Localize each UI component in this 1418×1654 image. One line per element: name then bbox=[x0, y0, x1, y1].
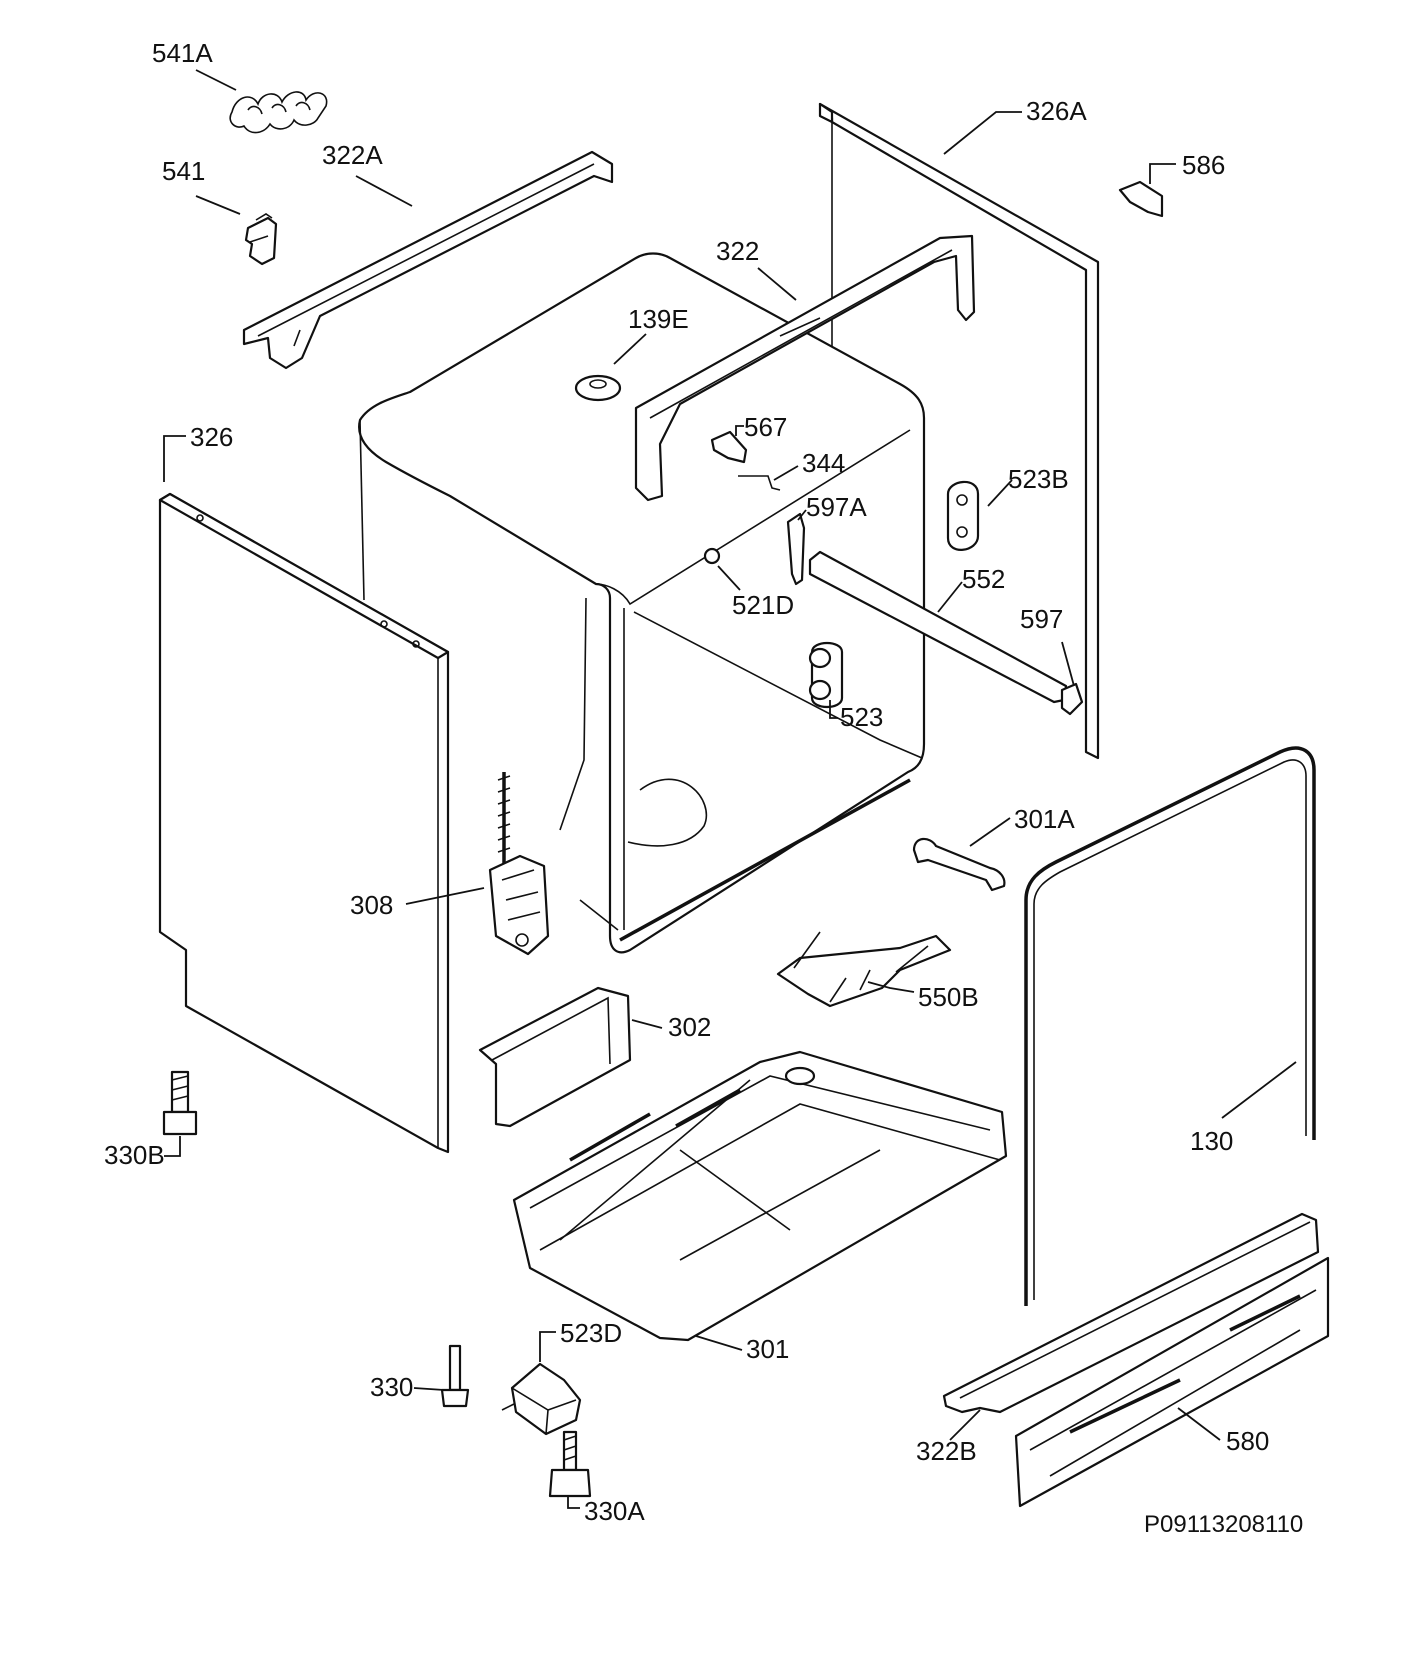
label-326A: 326A bbox=[1026, 96, 1087, 126]
part-523D bbox=[501, 1362, 582, 1436]
label-130: 130 bbox=[1190, 1126, 1233, 1156]
part-523B bbox=[946, 480, 980, 551]
label-139E: 139E bbox=[628, 304, 689, 334]
label-541A: 541A bbox=[152, 38, 213, 68]
part-301A bbox=[912, 837, 1006, 892]
part-302 bbox=[478, 986, 632, 1128]
part-597A bbox=[786, 512, 806, 586]
part-344 bbox=[738, 475, 781, 491]
label-597: 597 bbox=[1020, 604, 1063, 634]
label-567: 567 bbox=[744, 412, 787, 442]
part-tub bbox=[358, 252, 926, 954]
part-322A-rail bbox=[242, 150, 614, 370]
part-597 bbox=[1060, 682, 1084, 716]
label-301A: 301A bbox=[1014, 804, 1075, 834]
part-139E-nut bbox=[574, 374, 622, 402]
part-labels: 541A 541 322A 322 326A 586 139E 567 344 … bbox=[104, 38, 1269, 1526]
label-521D: 521D bbox=[732, 590, 794, 620]
label-326: 326 bbox=[190, 422, 233, 452]
leader-lines bbox=[163, 69, 1297, 1509]
part-322-frame bbox=[634, 234, 976, 502]
label-330B: 330B bbox=[104, 1140, 165, 1170]
part-586-clip bbox=[1118, 180, 1164, 218]
label-301: 301 bbox=[746, 1334, 789, 1364]
part-521D bbox=[703, 547, 721, 565]
label-344: 344 bbox=[802, 448, 845, 478]
part-322B-rail bbox=[942, 1212, 1320, 1414]
label-322A: 322A bbox=[322, 140, 383, 170]
label-302: 302 bbox=[668, 1012, 711, 1042]
part-326-side-panel bbox=[158, 492, 450, 1154]
label-523D: 523D bbox=[560, 1318, 622, 1348]
part-580-panel bbox=[1014, 1256, 1330, 1508]
label-523B: 523B bbox=[1008, 464, 1069, 494]
label-580: 580 bbox=[1226, 1426, 1269, 1456]
part-308-hinge bbox=[488, 772, 550, 956]
label-330: 330 bbox=[370, 1372, 413, 1402]
part-130-gasket bbox=[1024, 746, 1316, 1306]
label-308: 308 bbox=[350, 890, 393, 920]
label-552: 552 bbox=[962, 564, 1005, 594]
part-550B bbox=[776, 931, 952, 1008]
part-330-screw bbox=[440, 1344, 470, 1408]
label-322B: 322B bbox=[916, 1436, 977, 1466]
part-567 bbox=[710, 430, 748, 464]
part-523-fittings bbox=[808, 641, 844, 709]
label-523: 523 bbox=[840, 702, 883, 732]
label-597A: 597A bbox=[806, 492, 867, 522]
part-541-bracket bbox=[244, 213, 278, 266]
label-322: 322 bbox=[716, 236, 759, 266]
label-550B: 550B bbox=[918, 982, 979, 1012]
part-330A-foot bbox=[548, 1430, 592, 1498]
part-541A-clips bbox=[229, 91, 328, 134]
label-541: 541 bbox=[162, 156, 205, 186]
diagram-code: P09113208110 bbox=[1144, 1511, 1303, 1538]
label-330A: 330A bbox=[584, 1496, 645, 1526]
label-586: 586 bbox=[1182, 150, 1225, 180]
part-330B-screw bbox=[162, 1070, 198, 1136]
part-301-base bbox=[512, 1050, 1008, 1342]
